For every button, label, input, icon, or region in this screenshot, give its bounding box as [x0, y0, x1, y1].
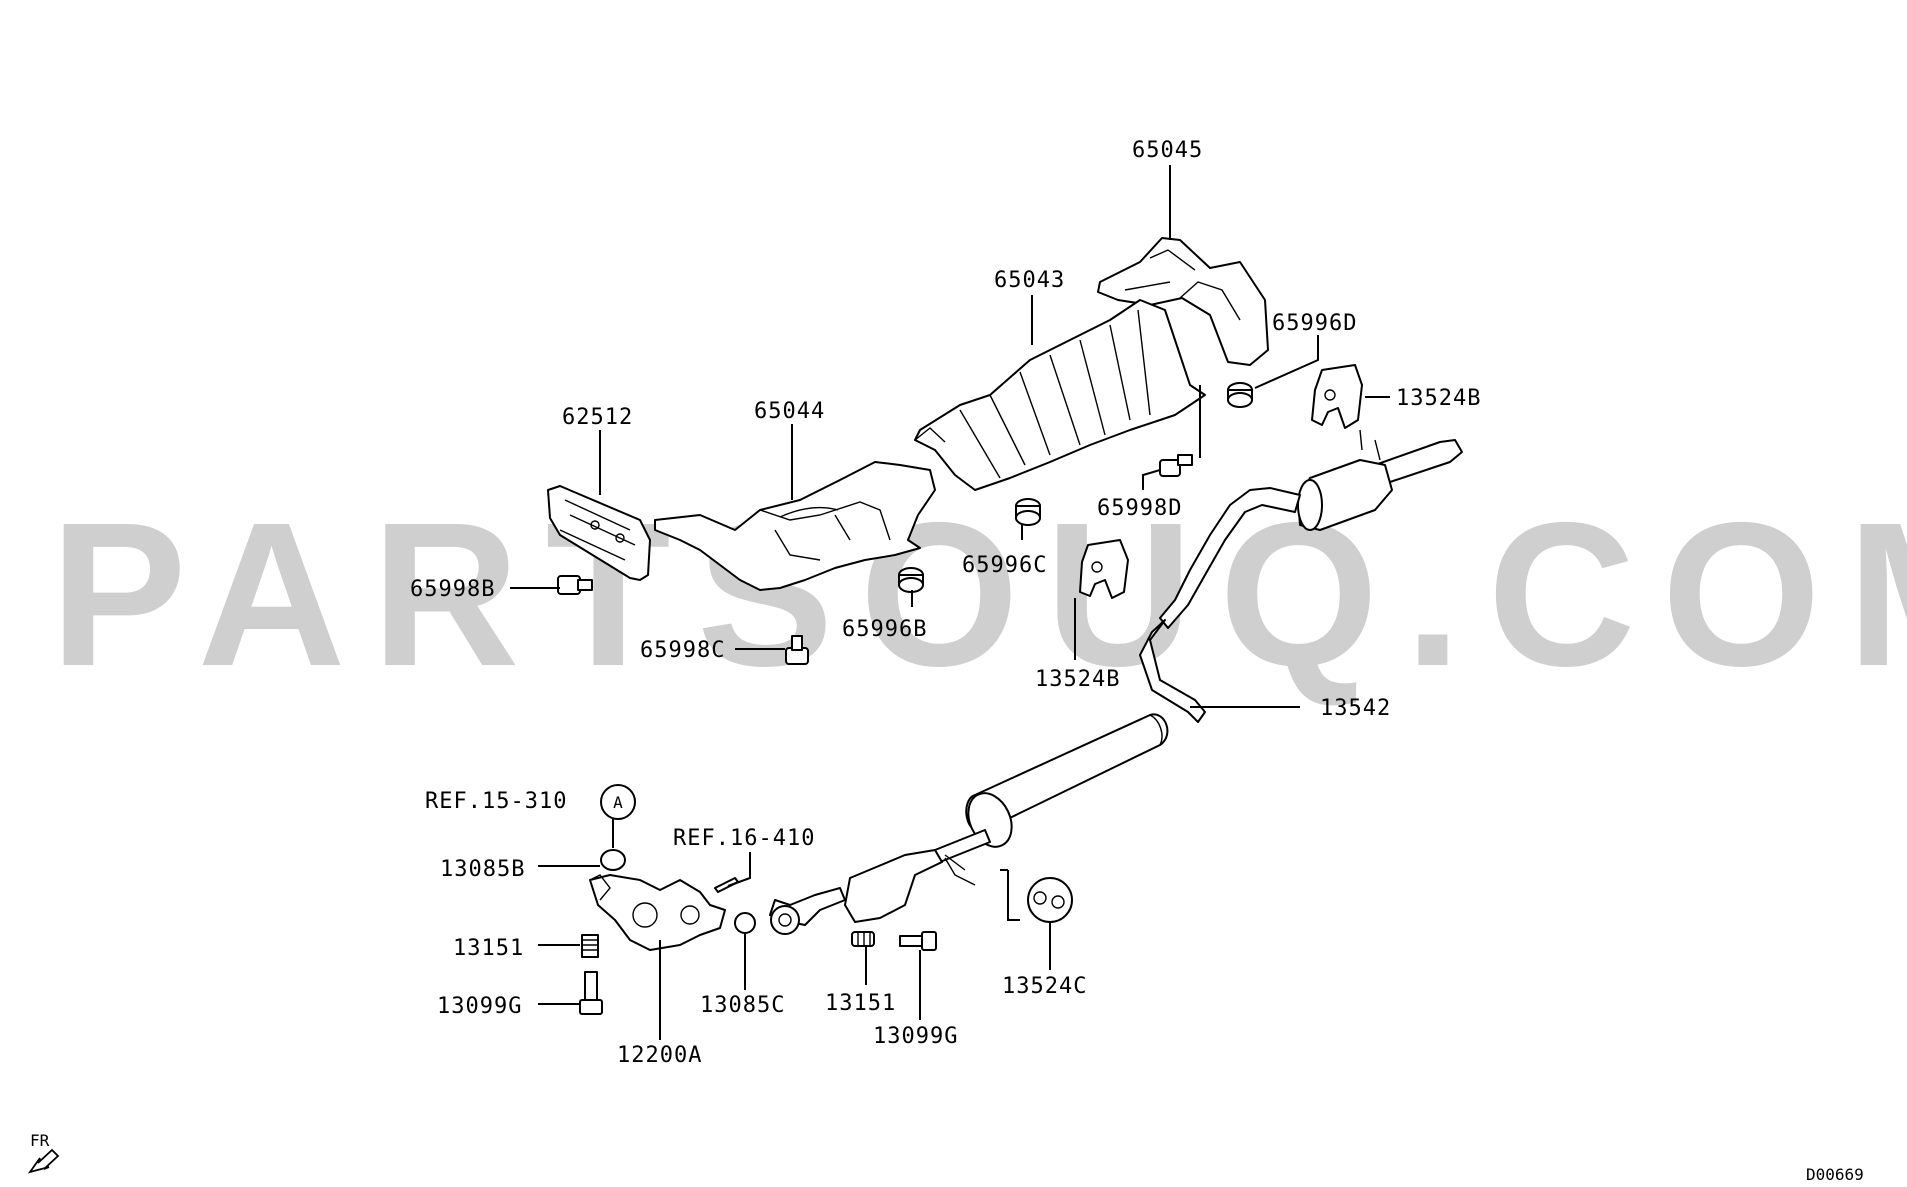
callout-65998C[interactable]: 65998C [640, 638, 725, 663]
hanger-13524B-top[interactable] [1311, 364, 1363, 429]
grommet-65996B[interactable] [898, 567, 924, 593]
callout-62512[interactable]: 62512 [562, 405, 633, 430]
bolt-13099G-right[interactable] [899, 931, 937, 951]
gasket-13085C[interactable] [734, 912, 756, 934]
callout-13524B-top[interactable]: 13524B [1396, 386, 1481, 411]
ref-bolt-16-410 [714, 877, 739, 893]
spring-13151-left[interactable] [581, 934, 599, 958]
callout-ref-15-310[interactable]: REF.15-310 [425, 789, 567, 814]
gasket-13085B[interactable] [600, 849, 626, 871]
heat-shield-65044[interactable] [654, 461, 936, 591]
watermark: PARTSOUQ.COM [50, 480, 1907, 709]
heat-shield-62512[interactable] [547, 485, 651, 581]
front-arrow-icon [27, 1148, 60, 1174]
front-pipe[interactable] [769, 849, 976, 935]
callout-65998B[interactable]: 65998B [410, 577, 495, 602]
muffler-13542[interactable] [934, 429, 1463, 863]
callout-13151-right[interactable]: 13151 [825, 991, 896, 1016]
callout-13524C[interactable]: 13524C [1002, 974, 1087, 999]
ref-badge-label: A [613, 793, 623, 812]
heat-shield-65043[interactable] [914, 299, 1206, 491]
grommet-65996D[interactable] [1227, 382, 1253, 408]
spring-13151-right[interactable] [851, 931, 875, 947]
callout-13524B-mid[interactable]: 13524B [1035, 667, 1120, 692]
callout-65996D[interactable]: 65996D [1272, 311, 1357, 336]
catalytic-converter-12200A[interactable] [589, 874, 726, 951]
callout-65996C[interactable]: 65996C [962, 553, 1047, 578]
hanger-13524C[interactable] [1027, 877, 1073, 923]
callout-13085B[interactable]: 13085B [440, 857, 525, 882]
bolt-65998D[interactable] [1159, 454, 1193, 477]
callout-ref-16-410[interactable]: REF.16-410 [673, 826, 815, 851]
callout-13542[interactable]: 13542 [1320, 696, 1391, 721]
callout-65996B[interactable]: 65996B [842, 617, 927, 642]
ref-badge-circle[interactable]: A [600, 784, 636, 820]
hanger-13524B-mid[interactable] [1079, 539, 1129, 599]
callout-13085C[interactable]: 13085C [700, 993, 785, 1018]
callout-65998D[interactable]: 65998D [1097, 496, 1182, 521]
callout-65045[interactable]: 65045 [1132, 138, 1203, 163]
bolt-65998C[interactable] [785, 635, 809, 665]
diagram-code: D00669 [1806, 1165, 1864, 1184]
grommet-65996C[interactable] [1015, 498, 1041, 526]
bolt-65998B[interactable] [557, 575, 593, 595]
callout-13151-left[interactable]: 13151 [453, 936, 524, 961]
callout-13099G-right[interactable]: 13099G [873, 1024, 958, 1049]
callout-13099G-left[interactable]: 13099G [437, 994, 522, 1019]
front-label: FR [30, 1131, 50, 1150]
leader-lines [510, 165, 1390, 1040]
callout-65044[interactable]: 65044 [754, 399, 825, 424]
bolt-13099G-left[interactable] [579, 971, 603, 1015]
callout-65043[interactable]: 65043 [994, 268, 1065, 293]
callout-12200A[interactable]: 12200A [617, 1043, 702, 1068]
